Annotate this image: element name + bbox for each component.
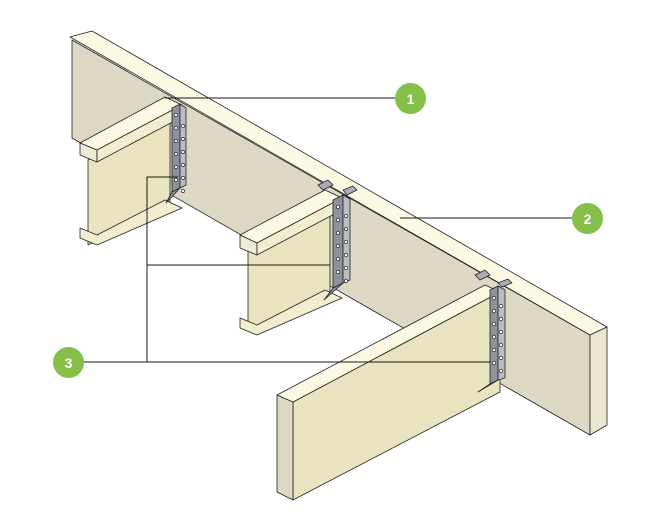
nail-hole	[344, 253, 348, 257]
nail-hole	[492, 296, 496, 300]
nail-hole	[181, 150, 185, 154]
nail-hole	[492, 335, 496, 339]
nail-hole	[174, 178, 178, 182]
bottom-flange	[239, 289, 343, 336]
nail-hole	[336, 231, 340, 235]
nail-hole	[336, 218, 340, 222]
nail-hole	[336, 257, 340, 261]
i-joist-2	[239, 179, 343, 336]
callout-badge-3: 3	[53, 347, 84, 378]
callout-badge-1: 1	[395, 83, 426, 114]
nail-hole	[174, 113, 178, 117]
nail-hole	[344, 227, 348, 231]
nail-hole	[499, 343, 503, 347]
nail-hole	[336, 205, 340, 209]
nail-hole	[344, 266, 348, 270]
nail-hole	[492, 322, 496, 326]
nail-hole	[499, 356, 503, 360]
i-joist-1	[79, 96, 183, 246]
nail-hole	[499, 317, 503, 321]
callout-lines	[83, 97, 572, 363]
nail-hole	[344, 214, 348, 218]
nail-hole	[499, 330, 503, 334]
hanger-2	[323, 185, 358, 301]
nail-hole	[174, 152, 178, 156]
nail-hole	[499, 369, 503, 373]
nail-hole	[336, 244, 340, 248]
nail-hole	[181, 163, 185, 167]
nail-hole	[174, 126, 178, 130]
nail-hole	[492, 309, 496, 313]
nail-hole	[174, 139, 178, 143]
nail-hole	[181, 137, 185, 141]
nail-hole	[336, 270, 340, 274]
nail-hole	[492, 361, 496, 365]
callout-badge-2: 2	[572, 203, 603, 234]
rim-beam-end	[589, 326, 608, 436]
nail-hole	[174, 165, 178, 169]
hanger-nail-holes	[174, 113, 503, 373]
nail-hole	[344, 240, 348, 244]
nail-hole	[499, 304, 503, 308]
bottom-flange	[79, 199, 183, 246]
nail-hole	[181, 189, 185, 193]
nail-hole	[181, 124, 185, 128]
nail-hole	[492, 348, 496, 352]
nail-hole	[181, 176, 185, 180]
solid-joist	[276, 269, 501, 501]
nail-hole	[344, 279, 348, 283]
